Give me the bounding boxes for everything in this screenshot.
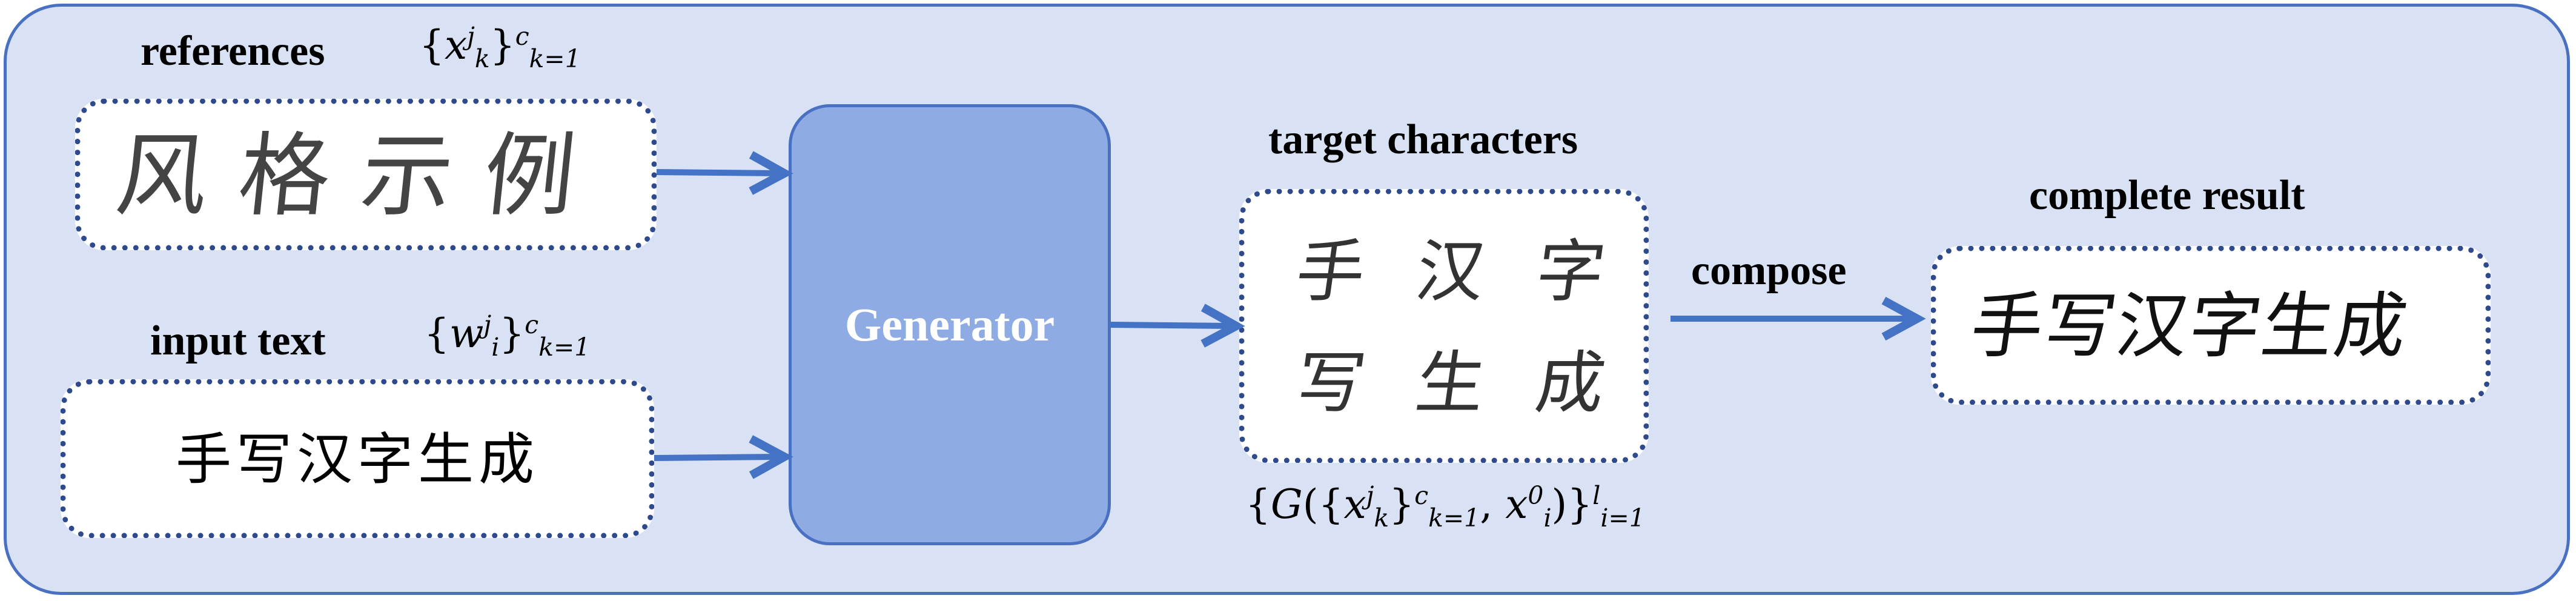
arrow-generator-to-targets	[1110, 304, 1245, 348]
compose-label: compose	[1691, 247, 1847, 294]
generated-set-notation: {G({xjk}ck=1, x0i)}li=1	[1245, 481, 1645, 533]
generator-label: Generator	[844, 298, 1055, 351]
target-characters-box: 手汉字 写生成	[1239, 189, 1662, 463]
complete-result-box: 手写汉字生成	[1931, 246, 2491, 405]
target-characters-label: target characters	[1268, 116, 1578, 163]
generator-block: Generator	[789, 104, 1111, 545]
references-label: references	[141, 28, 325, 75]
input-text-set-notation: {wji}ck=1	[424, 310, 591, 362]
arrow-references-to-generator	[656, 151, 793, 195]
input-text-box: 手写汉字生成	[61, 379, 654, 538]
references-box: 风格示例	[75, 99, 657, 250]
complete-result-label: complete result	[2029, 172, 2305, 219]
input-text-value: 手写汉字生成	[175, 427, 539, 492]
input-text-label: input text	[150, 317, 326, 364]
arrow-input-to-generator	[654, 435, 793, 479]
references-set-notation: {xjk}ck=1	[419, 22, 581, 74]
